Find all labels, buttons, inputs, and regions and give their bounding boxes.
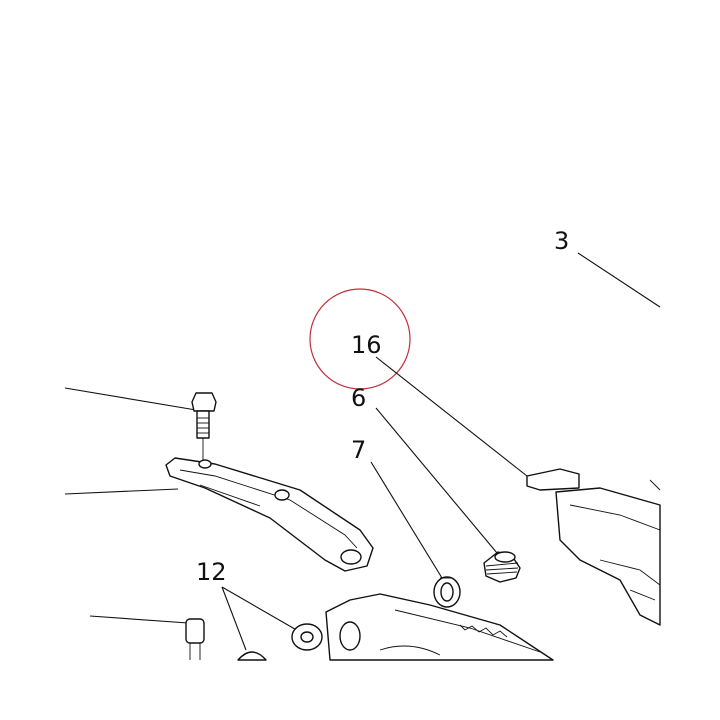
leader-12b xyxy=(221,586,301,633)
leader-left-pin xyxy=(89,615,189,624)
leader-lines xyxy=(64,252,661,651)
pin-part xyxy=(185,618,205,660)
leader-left-arm xyxy=(64,488,179,495)
leader-3 xyxy=(577,252,661,308)
bolt-part xyxy=(191,392,217,462)
highlight-circle xyxy=(309,288,411,390)
bracket-arm-part xyxy=(165,457,374,572)
callout-3: 3 xyxy=(554,227,569,255)
lower-housing-part xyxy=(325,593,554,661)
leader-left-bolt xyxy=(64,387,197,411)
leader-16 xyxy=(375,356,528,477)
callout-12: 12 xyxy=(196,558,227,586)
callout-7: 7 xyxy=(351,436,366,464)
threaded-plug-part xyxy=(483,551,521,583)
leader-7 xyxy=(370,461,443,579)
split-ring-part xyxy=(433,576,461,608)
leader-12a xyxy=(221,586,247,651)
washers-part xyxy=(237,623,323,661)
leader-6 xyxy=(375,407,498,554)
main-housing-part xyxy=(526,468,661,626)
callout-16: 16 xyxy=(351,331,382,359)
callout-6: 6 xyxy=(351,384,366,412)
